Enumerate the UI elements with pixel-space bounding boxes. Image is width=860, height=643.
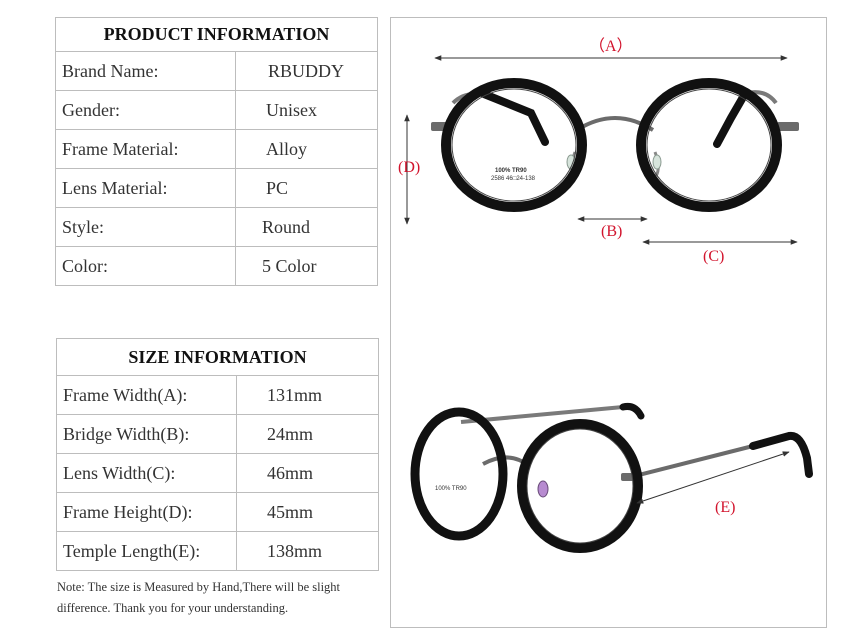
bridge-width-value: 24mm <box>235 414 380 454</box>
lens-print-tr90: 100% TR90 <box>495 168 527 174</box>
table-row: Brand Name: RBUDDY <box>55 51 378 91</box>
dimension-label-a: （A） <box>589 37 633 55</box>
table-row: Frame Height(D): 45mm <box>56 492 380 532</box>
lens-material-label: Lens Material: <box>55 168 236 208</box>
table-row: Lens Width(C): 46mm <box>56 453 380 493</box>
size-information-title: SIZE INFORMATION <box>55 338 380 376</box>
product-information-title: PRODUCT INFORMATION <box>55 17 378 52</box>
color-label: Color: <box>55 246 236 286</box>
table-row: Frame Width(A): 131mm <box>56 375 380 415</box>
brand-name-value: RBUDDY <box>235 51 378 91</box>
bridge-width-label: Bridge Width(B): <box>56 414 237 454</box>
table-row: Gender: Unisex <box>55 90 378 130</box>
frame-height-label: Frame Height(D): <box>56 492 237 532</box>
glasses-side-view: 100% TR90 <box>410 402 813 553</box>
glasses-diagram: 100% TR90 2586 46□24-138 （A） (D) (B) (C) <box>390 17 827 628</box>
dimension-label-c: (C) <box>703 248 724 265</box>
temple-length-arrow <box>636 451 790 504</box>
glasses-front-view: 100% TR90 2586 46□24-138 <box>431 78 799 212</box>
color-value: 5 Color <box>235 246 378 286</box>
size-information-table: SIZE INFORMATION Frame Width(A): 131mm B… <box>55 338 380 571</box>
lens-width-value: 46mm <box>235 453 380 493</box>
table-row: Color: 5 Color <box>55 246 378 286</box>
lens-material-value: PC <box>235 168 378 208</box>
lens-width-label: Lens Width(C): <box>56 453 237 493</box>
style-value: Round <box>235 207 378 247</box>
brand-name-label: Brand Name: <box>55 51 236 91</box>
dimension-label-e: (E) <box>715 499 735 516</box>
frame-height-value: 45mm <box>235 492 380 532</box>
side-lens-print: 100% TR90 <box>435 486 467 492</box>
temple-length-value: 138mm <box>235 531 380 571</box>
table-row: Bridge Width(B): 24mm <box>56 414 380 454</box>
table-row: Lens Material: PC <box>55 168 378 208</box>
gender-label: Gender: <box>55 90 236 130</box>
measurement-note: Note: The size is Measured by Hand,There… <box>57 580 341 615</box>
table-row: Style: Round <box>55 207 378 247</box>
table-row: Frame Material: Alloy <box>55 129 378 169</box>
table-row: Temple Length(E): 138mm <box>56 531 380 571</box>
temple-length-label: Temple Length(E): <box>56 531 237 571</box>
dimension-label-b: (B) <box>601 223 622 240</box>
style-label: Style: <box>55 207 236 247</box>
lens-print-model: 2586 46□24-138 <box>491 176 536 182</box>
frame-material-value: Alloy <box>235 129 378 169</box>
frame-width-value: 131mm <box>235 375 380 415</box>
gender-value: Unisex <box>235 90 378 130</box>
frame-width-label: Frame Width(A): <box>56 375 237 415</box>
dimension-label-d: (D) <box>398 159 420 176</box>
product-information-table: PRODUCT INFORMATION Brand Name: RBUDDY G… <box>55 17 378 286</box>
frame-material-label: Frame Material: <box>55 129 236 169</box>
